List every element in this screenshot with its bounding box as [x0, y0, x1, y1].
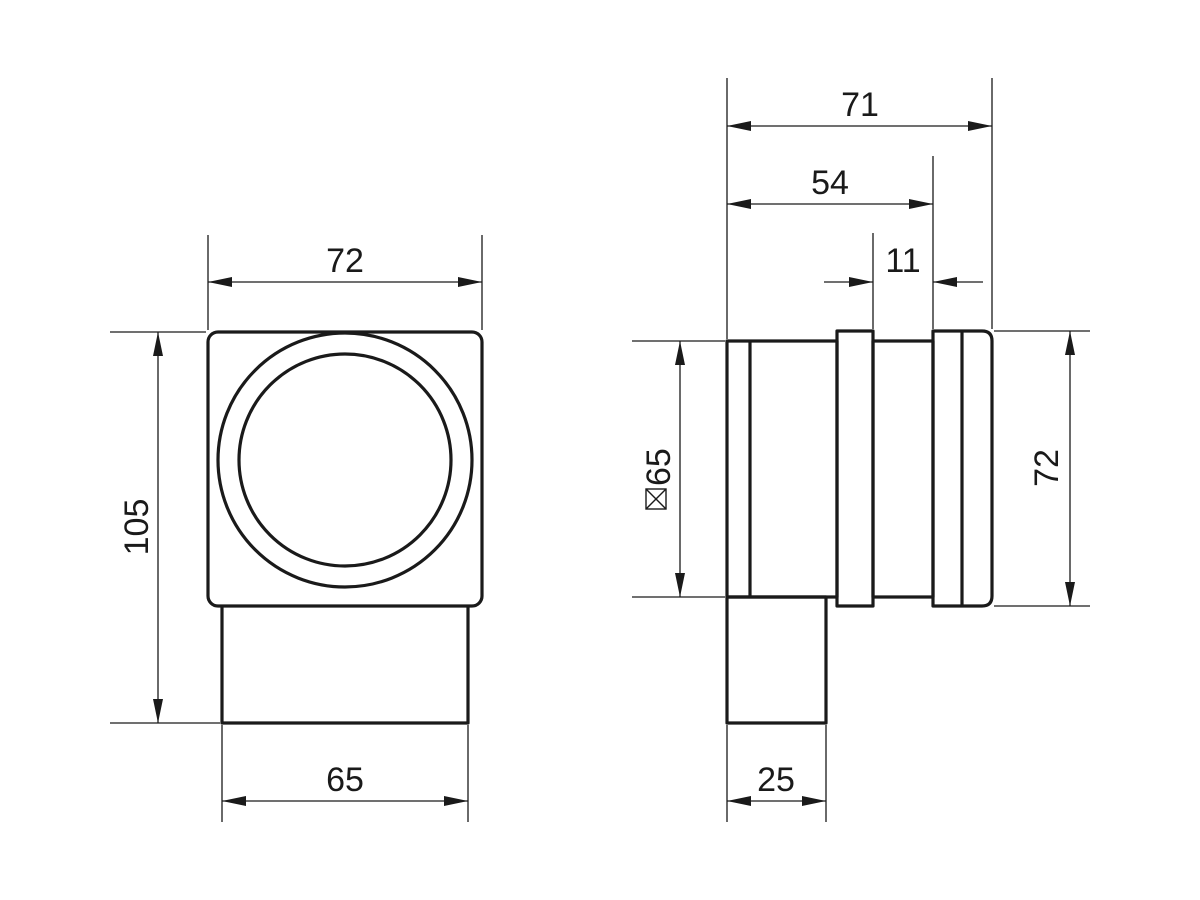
side-collar: [835, 329, 875, 608]
side-view: 71 54 11 65: [632, 78, 1090, 822]
square-section-icon: [645, 488, 667, 510]
front-width-dimension: 72: [207, 235, 483, 330]
front-height-label: 105: [118, 499, 156, 556]
side-square-label: 65: [640, 448, 678, 486]
side-cap: [931, 329, 994, 608]
side-main-body: [725, 339, 839, 599]
front-lower-tube: [220, 606, 470, 725]
side-bottom-dimension: 25: [726, 725, 827, 822]
side-11-dimension: 11: [824, 233, 983, 329]
side-height-label: 72: [1028, 449, 1066, 487]
front-height-dimension: 105: [110, 331, 220, 724]
front-bottom-dimension: 65: [221, 725, 469, 822]
side-54-label: 54: [811, 164, 849, 202]
side-square-dimension: 65: [632, 340, 725, 598]
front-inner-ring: [237, 352, 453, 568]
front-outer-ring: [216, 331, 474, 589]
side-lower-tube: [725, 595, 828, 725]
side-11-label: 11: [885, 242, 920, 280]
side-54-dimension: 54: [727, 156, 934, 329]
side-total-depth-dimension: 71: [726, 78, 993, 339]
side-bottom-label: 25: [757, 761, 795, 799]
front-view: 72 105 65: [110, 235, 484, 822]
side-middle-section: [871, 339, 935, 599]
side-total-depth-label: 71: [841, 86, 879, 124]
front-width-label: 72: [326, 242, 364, 280]
front-bottom-label: 65: [326, 761, 364, 799]
side-height-dimension: 72: [994, 330, 1090, 607]
